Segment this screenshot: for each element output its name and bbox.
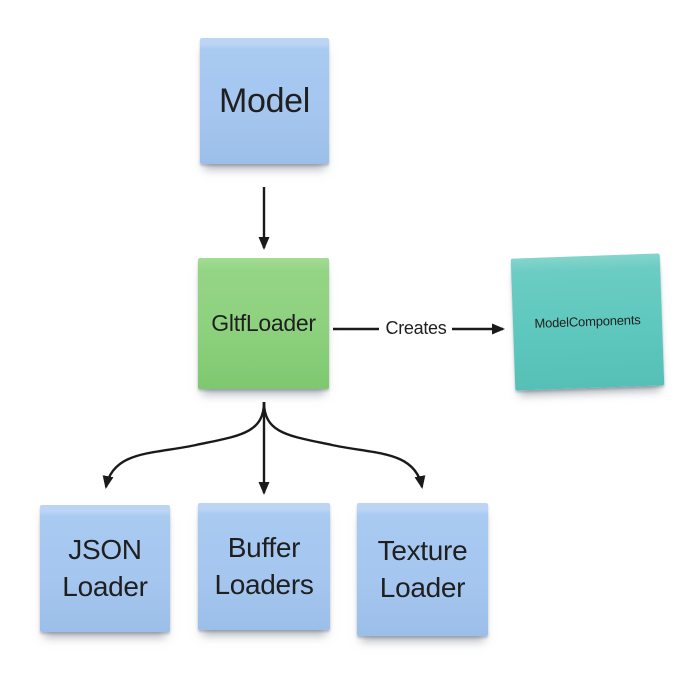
node-model-components-label: ModelComponents	[534, 311, 641, 331]
node-model[interactable]: Model	[200, 38, 329, 164]
node-model-components[interactable]: ModelComponents	[510, 253, 665, 391]
node-json-loader[interactable]: JSON Loader	[40, 505, 170, 632]
node-texture-loader-label-line1: Texture	[377, 535, 468, 567]
node-buffer-loaders-label-line2: Loaders	[214, 568, 314, 600]
edge-gltfloader-to-textureloader[interactable]	[262, 401, 426, 489]
creates-edge-label[interactable]: Creates	[385, 318, 447, 338]
edge-gltfloader-to-jsonloader[interactable]	[102, 401, 266, 489]
node-buffer-loaders[interactable]: Buffer Loaders	[198, 503, 330, 630]
node-buffer-loaders-label-line1: Buffer	[227, 532, 301, 564]
node-json-loader-label-line1: JSON	[68, 534, 142, 566]
node-json-loader-label-line2: Loader	[62, 570, 148, 602]
node-model-label: Model	[218, 81, 311, 120]
node-texture-loader-label-line2: Loader	[379, 571, 466, 603]
node-texture-loader[interactable]: Texture Loader	[357, 503, 488, 636]
node-gltf-loader[interactable]: GltfLoader	[198, 258, 329, 389]
node-gltf-loader-label: GltfLoader	[211, 309, 316, 336]
